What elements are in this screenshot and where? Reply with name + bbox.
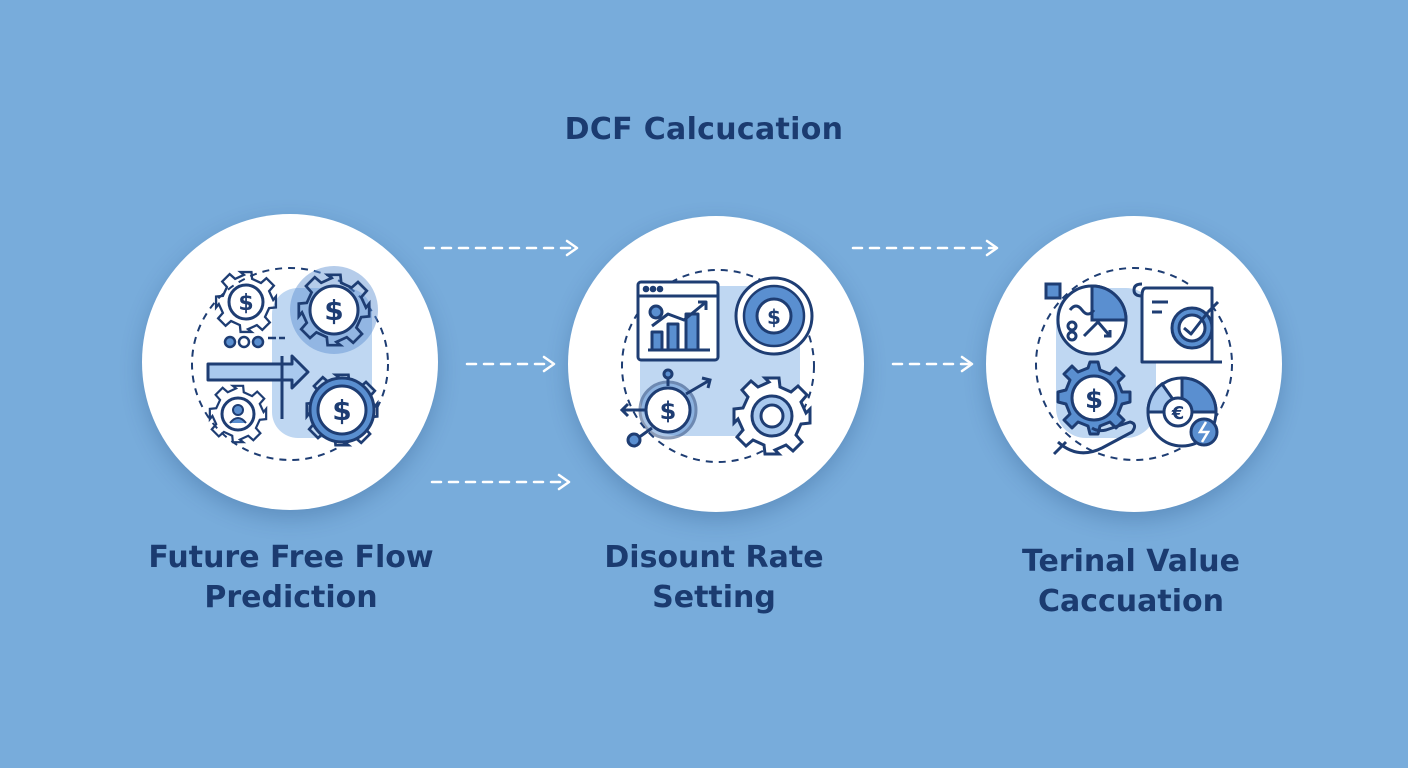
browser-chart-icon: [636, 280, 720, 362]
svg-text:$: $: [660, 397, 677, 425]
arrow-1-bottom: [430, 473, 571, 491]
arrow-2-top: [851, 239, 999, 257]
svg-text:$: $: [238, 291, 253, 316]
dollar-gear-icon: $: [214, 270, 278, 334]
arrow-2-middle: [891, 355, 974, 373]
step-2-label: Disount Rate Setting: [544, 538, 884, 618]
step-2-label-line2: Setting: [652, 580, 776, 615]
dollar-seal-icon: $: [734, 276, 814, 356]
step-3-label-line2: Caccuation: [1037, 584, 1225, 619]
step-1-label-line1: Future Free Flow: [148, 540, 434, 575]
svg-text:$: $: [332, 394, 351, 427]
step-2-label-line1: Disount Rate: [604, 540, 824, 575]
step-1-circle: $ $: [142, 214, 438, 510]
step-3-label: Terinal Value Caccuation: [961, 542, 1301, 622]
gear-icon: [732, 376, 812, 456]
svg-text:€: €: [1171, 403, 1185, 424]
svg-text:$: $: [324, 294, 343, 327]
document-target-icon: [1132, 282, 1222, 364]
step-1-label: Future Free Flow Prediction: [121, 538, 461, 618]
diagram-title: DCF Calcucation: [564, 112, 844, 147]
hand-dollar-gear-icon: $: [1052, 360, 1137, 456]
step-1-label-line2: Prediction: [204, 580, 378, 615]
dollar-cog-icon: $: [290, 266, 378, 354]
arrow-1-middle: [465, 355, 556, 373]
svg-text:$: $: [1085, 385, 1103, 415]
euro-pie-icon: €: [1146, 376, 1219, 448]
person-gear-icon: [208, 384, 268, 444]
svg-text:$: $: [767, 305, 781, 329]
step-2-circle: $ $: [568, 216, 864, 512]
analytics-badge-icon: [1044, 282, 1128, 356]
step-3-label-line1: Terinal Value: [1021, 544, 1241, 579]
arrow-chart-icon: [206, 354, 310, 419]
step-3-circle: $ €: [986, 216, 1282, 512]
dollar-coin-icon: $: [305, 373, 379, 447]
arrow-1-top: [423, 239, 579, 257]
dollar-network-icon: $: [619, 368, 712, 448]
chain-links-icon: [223, 335, 285, 349]
